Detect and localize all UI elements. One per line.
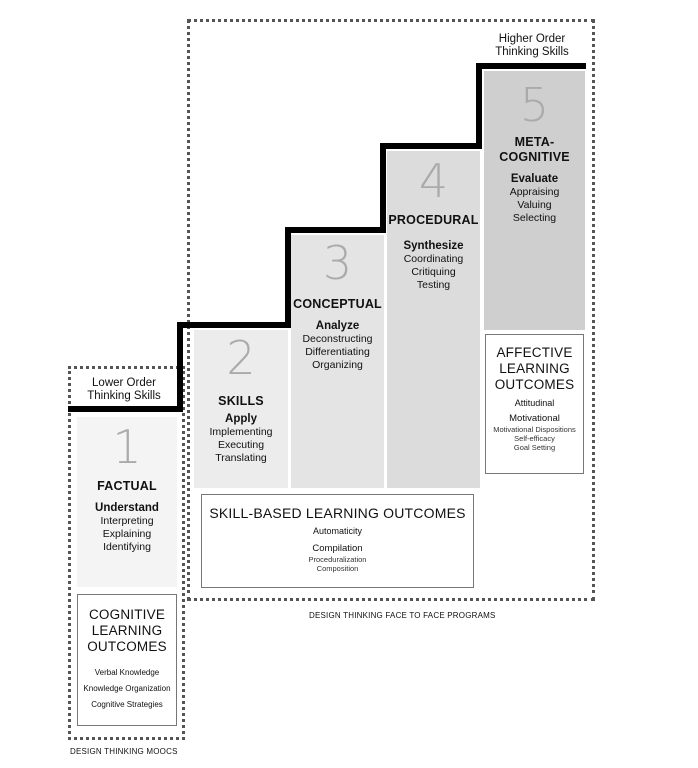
level-item: Valuing xyxy=(517,199,552,211)
affective-outcomes-box: AFFECTIVE LEARNING OUTCOMES Attitudinal … xyxy=(485,334,584,474)
level-title: COGNITIVE xyxy=(499,150,570,164)
box-title: AFFECTIVE xyxy=(496,345,573,360)
box-title: OUTCOMES xyxy=(87,639,167,654)
box-item: Cognitive Strategies xyxy=(91,700,163,709)
level-item: Critiquing xyxy=(411,266,456,278)
level-verb: Synthesize xyxy=(403,240,464,252)
face-to-face-programs-frame xyxy=(187,19,595,601)
skill-outcomes-box: SKILL-BASED LEARNING OUTCOMES Automatici… xyxy=(201,494,474,588)
level-item: Implementing xyxy=(209,426,273,438)
higher-order-label: Higher Order Thinking Skills xyxy=(482,33,582,59)
level-3-conceptual: 3 CONCEPTUAL Analyze Deconstructing Diff… xyxy=(291,235,384,488)
moocs-caption: DESIGN THINKING MOOCS xyxy=(70,747,178,756)
box-item: Automaticity xyxy=(312,526,363,536)
box-item: Verbal Knowledge xyxy=(94,668,160,677)
level-item: Selecting xyxy=(512,212,557,224)
lower-order-line-1: Lower Order xyxy=(92,377,156,389)
box-subitem: Composition xyxy=(316,564,359,573)
level-4-procedural: 4 PROCEDURAL Synthesize Coordinating Cri… xyxy=(387,151,480,488)
level-title: SKILLS xyxy=(218,394,264,408)
face-to-face-caption: DESIGN THINKING FACE TO FACE PROGRAMS xyxy=(309,611,496,620)
level-item: Appraising xyxy=(509,186,560,198)
level-number: 4 xyxy=(418,154,449,208)
level-item: Identifying xyxy=(103,541,151,553)
lower-order-line-2: Thinking Skills xyxy=(87,390,161,402)
level-verb: Evaluate xyxy=(510,173,559,185)
level-item: Differentiating xyxy=(305,346,370,358)
level-number: 5 xyxy=(519,78,550,132)
level-title: FACTUAL xyxy=(97,479,157,493)
level-item: Explaining xyxy=(102,528,152,540)
level-item: Testing xyxy=(416,279,451,291)
cognitive-outcomes-box: COGNITIVE LEARNING OUTCOMES Verbal Knowl… xyxy=(77,594,177,726)
box-item: Attitudinal xyxy=(514,398,555,408)
level-item: Organizing xyxy=(312,359,363,371)
level-number: 2 xyxy=(226,331,256,385)
box-title: COGNITIVE xyxy=(88,607,166,622)
level-verb: Understand xyxy=(95,502,159,514)
level-2-skills: 2 SKILLS Apply Implementing Executing Tr… xyxy=(194,330,288,488)
level-item: Coordinating xyxy=(403,253,464,265)
level-5-metacognitive: 5 META- COGNITIVE Evaluate Appraising Va… xyxy=(484,71,585,330)
higher-order-line-1: Higher Order xyxy=(498,33,566,45)
box-subitem: Goal Setting xyxy=(513,443,556,452)
box-item: Motivational xyxy=(509,413,560,424)
higher-order-line-2: Thinking Skills xyxy=(495,46,569,58)
level-title: CONCEPTUAL xyxy=(293,297,382,311)
box-title: SKILL-BASED LEARNING OUTCOMES xyxy=(209,505,466,521)
box-item: Knowledge Organization xyxy=(83,684,171,693)
box-subitem: Proceduralization xyxy=(308,555,367,564)
level-item: Translating xyxy=(215,452,267,464)
level-title: PROCEDURAL xyxy=(388,213,479,227)
level-verb: Analyze xyxy=(315,320,360,332)
box-title: LEARNING xyxy=(499,361,570,376)
box-title: LEARNING xyxy=(91,623,163,638)
level-item: Executing xyxy=(217,439,265,451)
level-number: 1 xyxy=(112,420,142,474)
level-1-factual: 1 FACTUAL Understand Interpreting Explai… xyxy=(77,417,177,587)
level-number: 3 xyxy=(322,236,353,290)
box-subitem: Self-efficacy xyxy=(514,434,555,443)
level-verb: Apply xyxy=(225,413,257,425)
level-item: Deconstructing xyxy=(302,333,373,345)
staircase-path xyxy=(68,63,586,412)
moocs-frame xyxy=(68,366,185,740)
box-title: OUTCOMES xyxy=(494,377,575,392)
box-item: Compilation xyxy=(312,543,363,554)
level-item: Interpreting xyxy=(100,515,154,527)
lower-order-label: Lower Order Thinking Skills xyxy=(72,377,176,403)
box-subitem: Motivational Dispositions xyxy=(493,425,576,434)
level-title: META- xyxy=(514,135,555,149)
